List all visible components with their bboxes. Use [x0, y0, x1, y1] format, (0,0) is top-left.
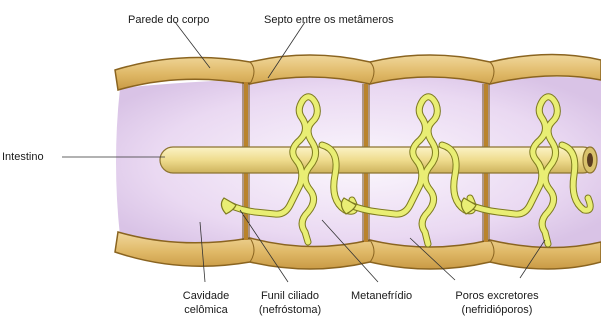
label-metanefridio: Metanefrídio [351, 290, 412, 303]
label-funil-line1: Funil ciliado [250, 290, 330, 303]
label-cavidade-line1: Cavidade [176, 290, 236, 303]
label-funil-line2: (nefróstoma) [250, 304, 330, 317]
label-cavidade-line2: celômica [176, 304, 236, 317]
label-poros-line1: Poros excretores [442, 290, 552, 303]
label-parede-do-corpo: Parede do corpo [128, 14, 209, 27]
label-poros-line2: (nefridióporos) [442, 304, 552, 317]
label-intestino: Intestino [2, 151, 44, 164]
label-septo: Septo entre os metâmeros [264, 14, 394, 27]
